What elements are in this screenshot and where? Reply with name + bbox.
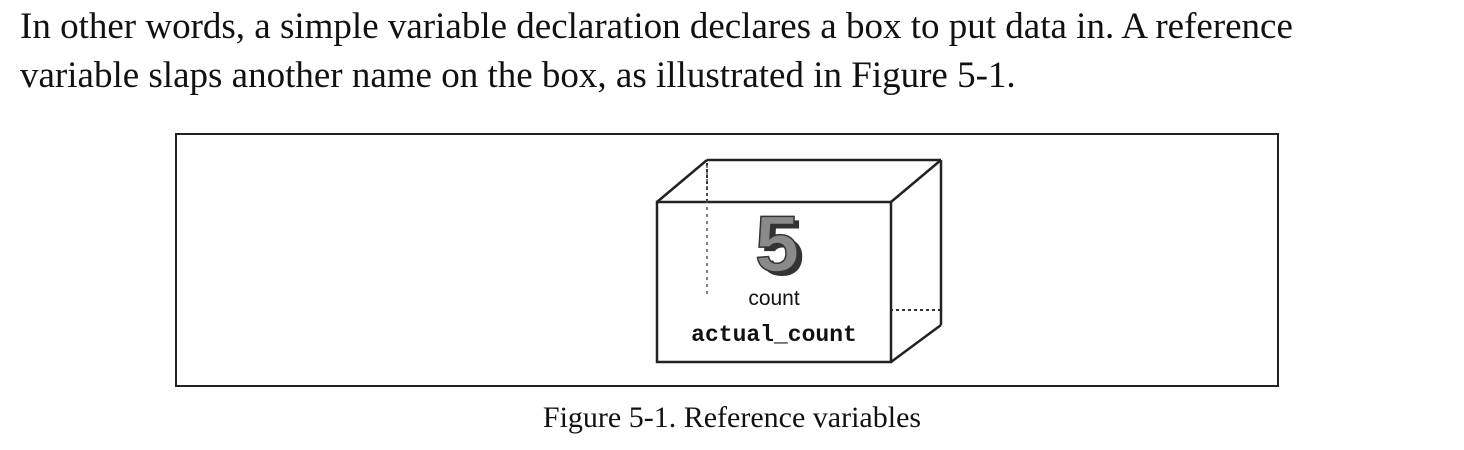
box-value: 5 [755, 199, 800, 288]
box-label: count [748, 287, 800, 310]
figure-frame: 5 5 count actual_count [175, 133, 1279, 387]
box-value-shadow: 5 [760, 203, 805, 292]
figure-caption: Figure 5-1. Reference variables [542, 401, 922, 434]
box-front-face [655, 200, 893, 364]
body-paragraph: In other words, a simple variable declar… [20, 2, 1460, 100]
paragraph-line-2: variable slaps another name on the box, … [20, 55, 1016, 96]
box-edge-bottom-right [890, 323, 942, 364]
paragraph-line-1: In other words, a simple variable declar… [20, 6, 1293, 47]
box-edge-top-right [890, 159, 942, 203]
box-illustration: 5 5 count actual_count [655, 158, 943, 364]
reference-label: actual_count [691, 322, 857, 348]
box-edge-top-left [656, 159, 708, 203]
